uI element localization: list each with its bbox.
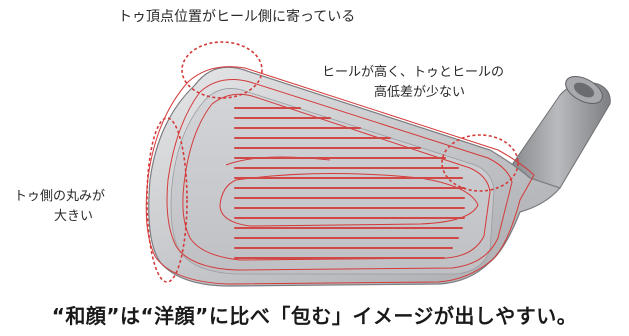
face-score-lines (234, 107, 465, 259)
annotation-toe-round-line2: 大きい (54, 209, 94, 224)
caption: “和顔”は“洋顔”に比べ「包む」イメージが出しやすい。 (51, 304, 578, 328)
toe-side-circle (146, 117, 188, 283)
annotation-toe-apex: トゥ頂点位置がヒール側に寄っている (118, 9, 356, 25)
toe-apex-circle (181, 41, 263, 99)
annotation-toe-round-line1: トゥ側の丸みが (14, 189, 106, 204)
highlight-circles (146, 41, 519, 283)
annotation-heel-toe-line2: 高低差が少ない (374, 85, 466, 100)
heel-circle (441, 134, 519, 192)
annotation-heel-toe-line1: ヒールが高く、トゥとヒールの (322, 65, 505, 80)
